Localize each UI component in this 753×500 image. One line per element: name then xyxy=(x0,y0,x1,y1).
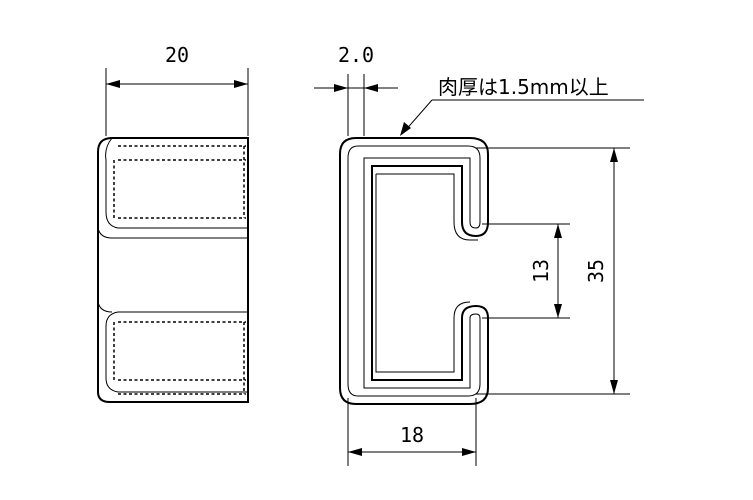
side-view-top-lip xyxy=(105,137,248,229)
arrowhead xyxy=(234,80,248,88)
arrowhead xyxy=(610,380,618,394)
dimension-opening-label: 13 xyxy=(529,259,553,283)
arrowhead xyxy=(334,84,348,92)
arrowhead xyxy=(106,80,120,88)
arrowhead xyxy=(554,224,562,238)
side-view-bottom-lip xyxy=(105,311,248,393)
dimension-height-label: 35 xyxy=(584,259,608,283)
side-view-outline xyxy=(97,137,249,403)
dimension-depth-label: 18 xyxy=(400,423,424,447)
c-channel-middle xyxy=(347,145,481,397)
dimension-thickness-label: 2.0 xyxy=(338,43,374,67)
arrowhead xyxy=(554,304,562,318)
c-channel-outer xyxy=(339,137,489,405)
dimension-width-label: 20 xyxy=(165,43,189,67)
side-view: 20 xyxy=(97,43,249,403)
arrowhead xyxy=(364,84,378,92)
front-view: 2.0 肉厚は1.5mm以上 13 35 18 xyxy=(314,43,644,466)
side-view-top-lip-inner xyxy=(97,227,248,239)
c-channel-inner xyxy=(375,173,478,373)
arrowhead xyxy=(610,148,618,162)
arrowhead xyxy=(462,448,476,456)
side-view-bottom-lip-inner xyxy=(97,301,113,313)
arrowhead xyxy=(400,122,411,136)
wall-thickness-note: 肉厚は1.5mm以上 xyxy=(438,75,609,99)
arrowhead xyxy=(348,448,362,456)
